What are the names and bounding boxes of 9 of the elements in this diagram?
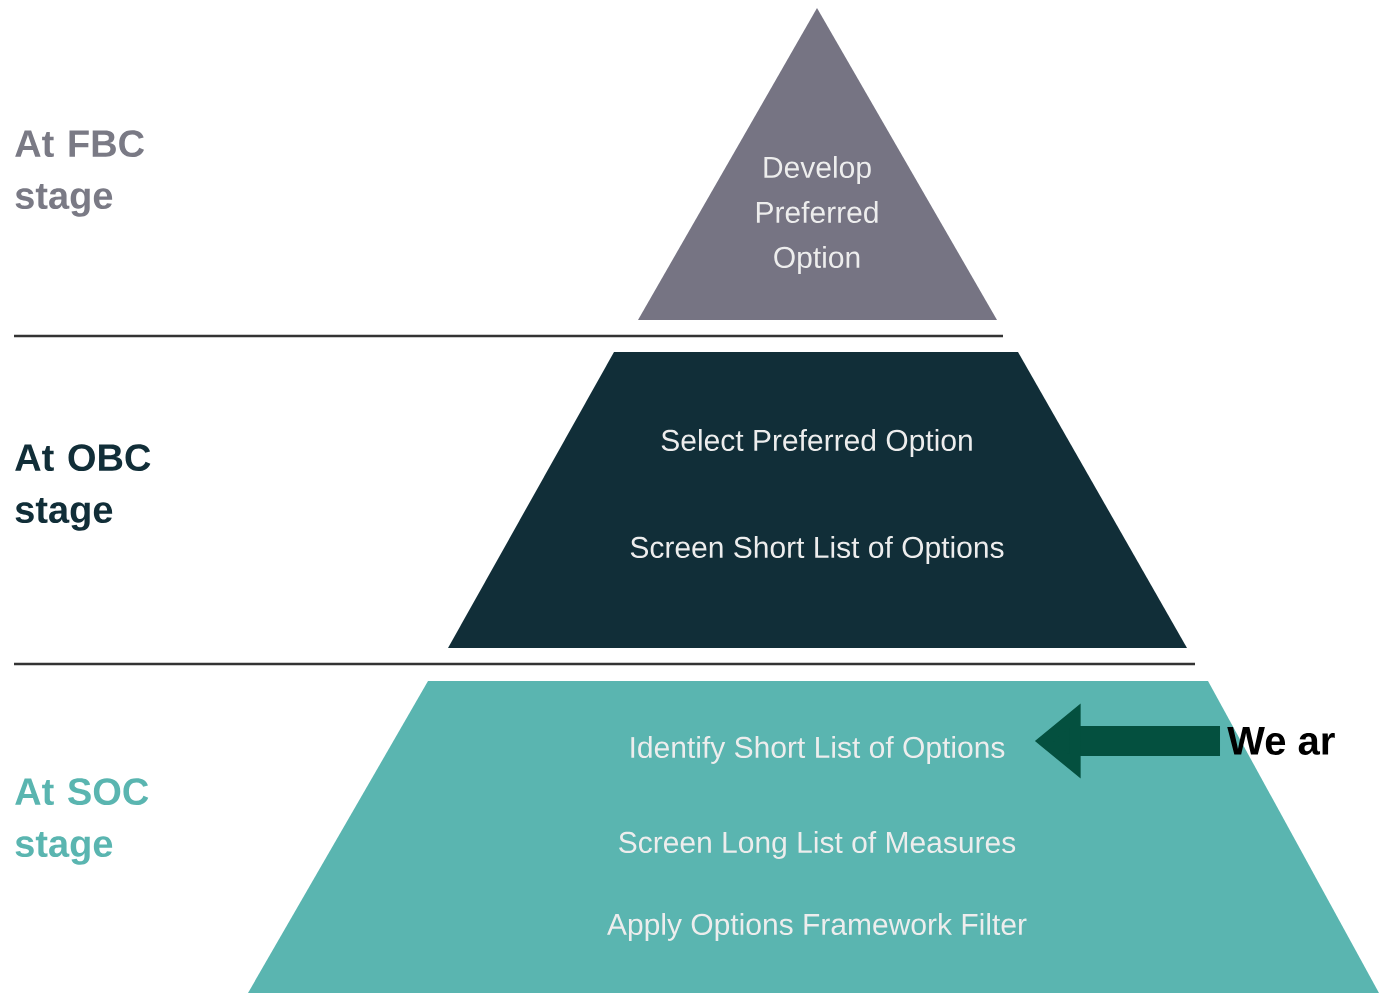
stage-step: Select Preferred Option: [661, 429, 972, 457]
stage-step: Screen Long List of Measures: [619, 831, 1016, 859]
stage-label: At OBC stage: [15, 444, 151, 531]
stage-step: Screen Short List of Options: [630, 536, 1004, 564]
stage-step: Identify Short List of Options: [631, 736, 1005, 764]
stage-step: Develop Preferred Option: [756, 156, 878, 274]
stage-label: At FBC stage: [15, 130, 144, 217]
stage-step: Apply Options Framework Filter: [607, 913, 1027, 941]
stage-label: At SOC stage: [15, 778, 149, 865]
